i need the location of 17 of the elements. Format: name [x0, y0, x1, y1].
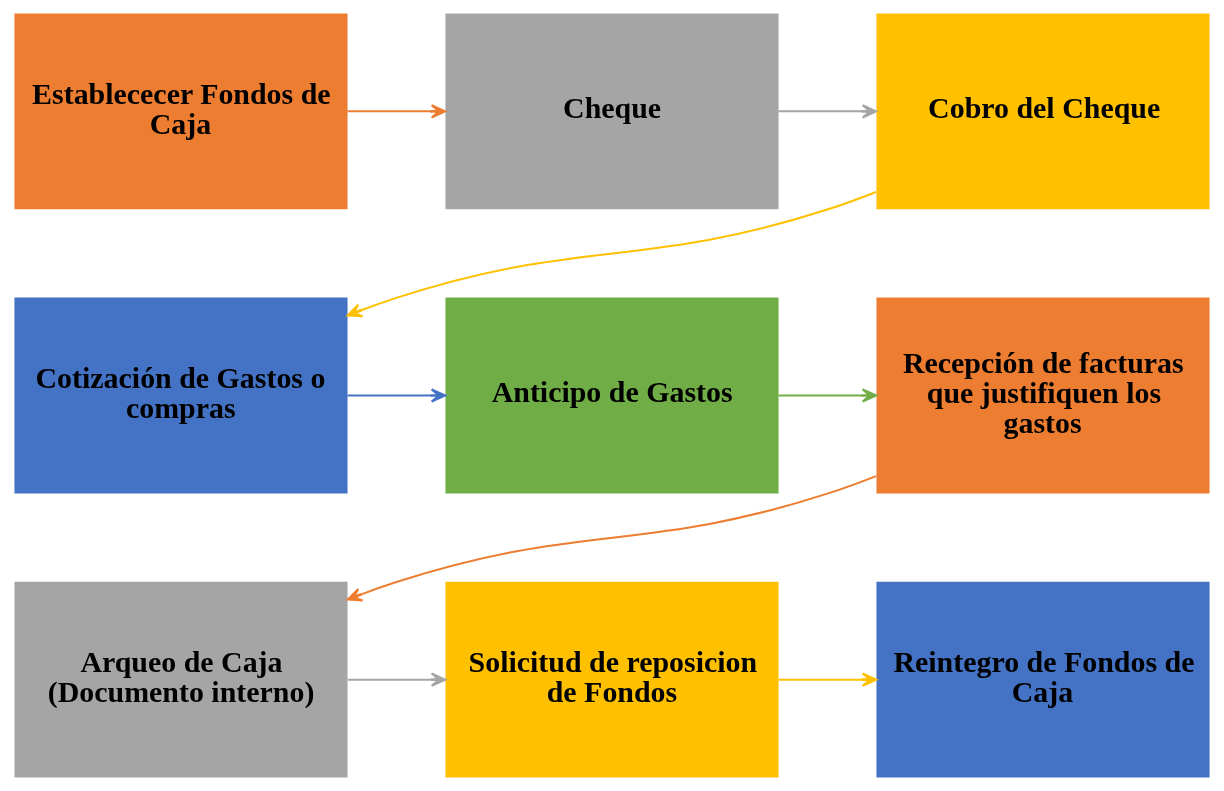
arrow: [347, 104, 447, 119]
node-box: Recepción de facturas que justifiquen los gastos: [876, 297, 1210, 494]
node-box: Cheque: [445, 13, 779, 210]
arrow: [778, 388, 878, 403]
arrow: [346, 475, 877, 602]
node-box: Cobro del Cheque: [876, 13, 1210, 210]
node-box: Solicitud de reposicion de Fondos: [445, 581, 779, 778]
arrow: [346, 191, 877, 318]
node-box: Arqueo de Caja (Documento interno): [14, 581, 348, 778]
arrow: [347, 388, 447, 403]
arrow: [778, 672, 878, 687]
node-box: Reintegro de Fondos de Caja: [876, 581, 1210, 778]
arrow: [347, 672, 447, 687]
node-box: Anticipo de Gastos: [445, 297, 779, 494]
node-box: Cotización de Gastos o compras: [14, 297, 348, 494]
arrow: [778, 104, 878, 119]
node-box: Establececer Fondos de Caja: [14, 13, 348, 210]
